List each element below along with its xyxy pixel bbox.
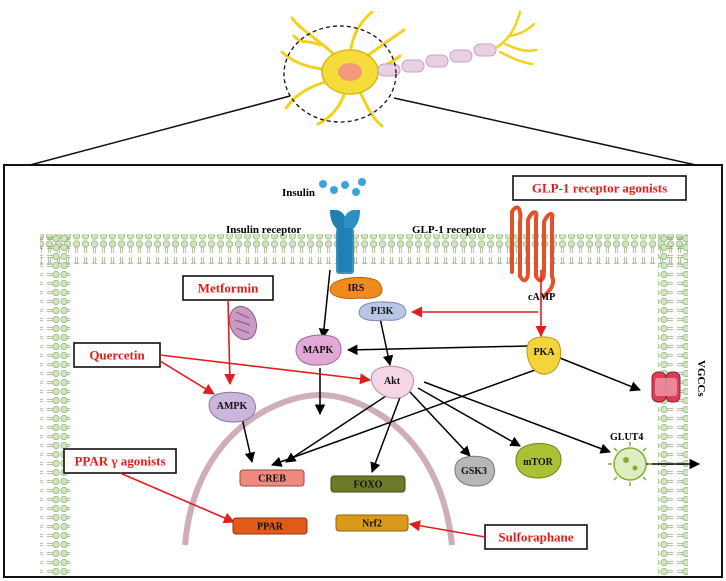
mapk-node: MAPK — [295, 334, 342, 366]
insulin-receptor-label: Insulin receptor — [226, 224, 301, 236]
nrf2-label: Nrf2 — [362, 519, 382, 530]
akt-label: Akt — [384, 376, 401, 387]
ppar-box: PPAR — [232, 517, 308, 535]
mitochondrion-icon — [228, 305, 258, 341]
foxo-label: FOXO — [354, 480, 383, 491]
cell-frame — [3, 164, 723, 578]
pi3k-node: PI3K — [358, 301, 407, 321]
mtor-label: mTOR — [523, 457, 554, 468]
zoom-line-right — [393, 97, 697, 166]
glut4-label: GLUT4 — [610, 432, 643, 443]
glut4-icon — [608, 442, 652, 486]
mapk-label: MAPK — [303, 345, 334, 356]
metformin-label: Metformin — [198, 281, 259, 296]
glp1-receptor-label: GLP-1 receptor — [412, 224, 486, 236]
zoom-line-left — [29, 95, 291, 166]
ppar-label: PPAR — [257, 522, 284, 533]
cell-membrane — [40, 234, 688, 577]
nrf2-box: Nrf2 — [335, 514, 409, 532]
insulin-receptor-icon — [330, 210, 360, 274]
gsk3-label: GSK3 — [461, 466, 487, 477]
pi3k-label: PI3K — [371, 306, 394, 317]
glp1-agonists-label: GLP-1 receptor agonists — [532, 181, 667, 196]
pka-node: PKA — [526, 336, 562, 375]
irs-node: IRS — [329, 277, 383, 299]
quercetin-box: Quercetin — [73, 342, 161, 368]
ampk-node: AMPK — [208, 391, 256, 423]
red-arrows — [119, 270, 547, 538]
mtor-node: mTOR — [515, 443, 562, 479]
sulforaphane-box: Sulforaphane — [484, 524, 588, 550]
gsk3-node: GSK3 — [454, 455, 496, 487]
foxo-box: FOXO — [330, 475, 406, 493]
ppar-agonists-label: PPAR γ agonists — [74, 454, 165, 469]
ppar-agonists-box: PPAR γ agonists — [63, 448, 177, 474]
irs-label: IRS — [348, 283, 365, 294]
akt-node: Akt — [370, 365, 414, 399]
black-arrows — [241, 269, 701, 473]
insulin-molecules — [319, 178, 366, 196]
glp1-agonists-box: GLP-1 receptor agonists — [512, 175, 687, 201]
vgcc-channel-icon — [651, 371, 681, 403]
ampk-label: AMPK — [217, 401, 248, 412]
vgccs-label: VGCCs — [695, 360, 707, 397]
creb-box: CREB — [239, 469, 305, 487]
quercetin-label: Quercetin — [89, 348, 145, 363]
insulin-label: Insulin — [282, 187, 315, 199]
pka-label: PKA — [533, 347, 555, 358]
sulforaphane-label: Sulforaphane — [498, 530, 573, 545]
neuron-illustration — [280, 10, 538, 128]
creb-label: CREB — [258, 474, 286, 485]
metformin-box: Metformin — [182, 275, 274, 301]
